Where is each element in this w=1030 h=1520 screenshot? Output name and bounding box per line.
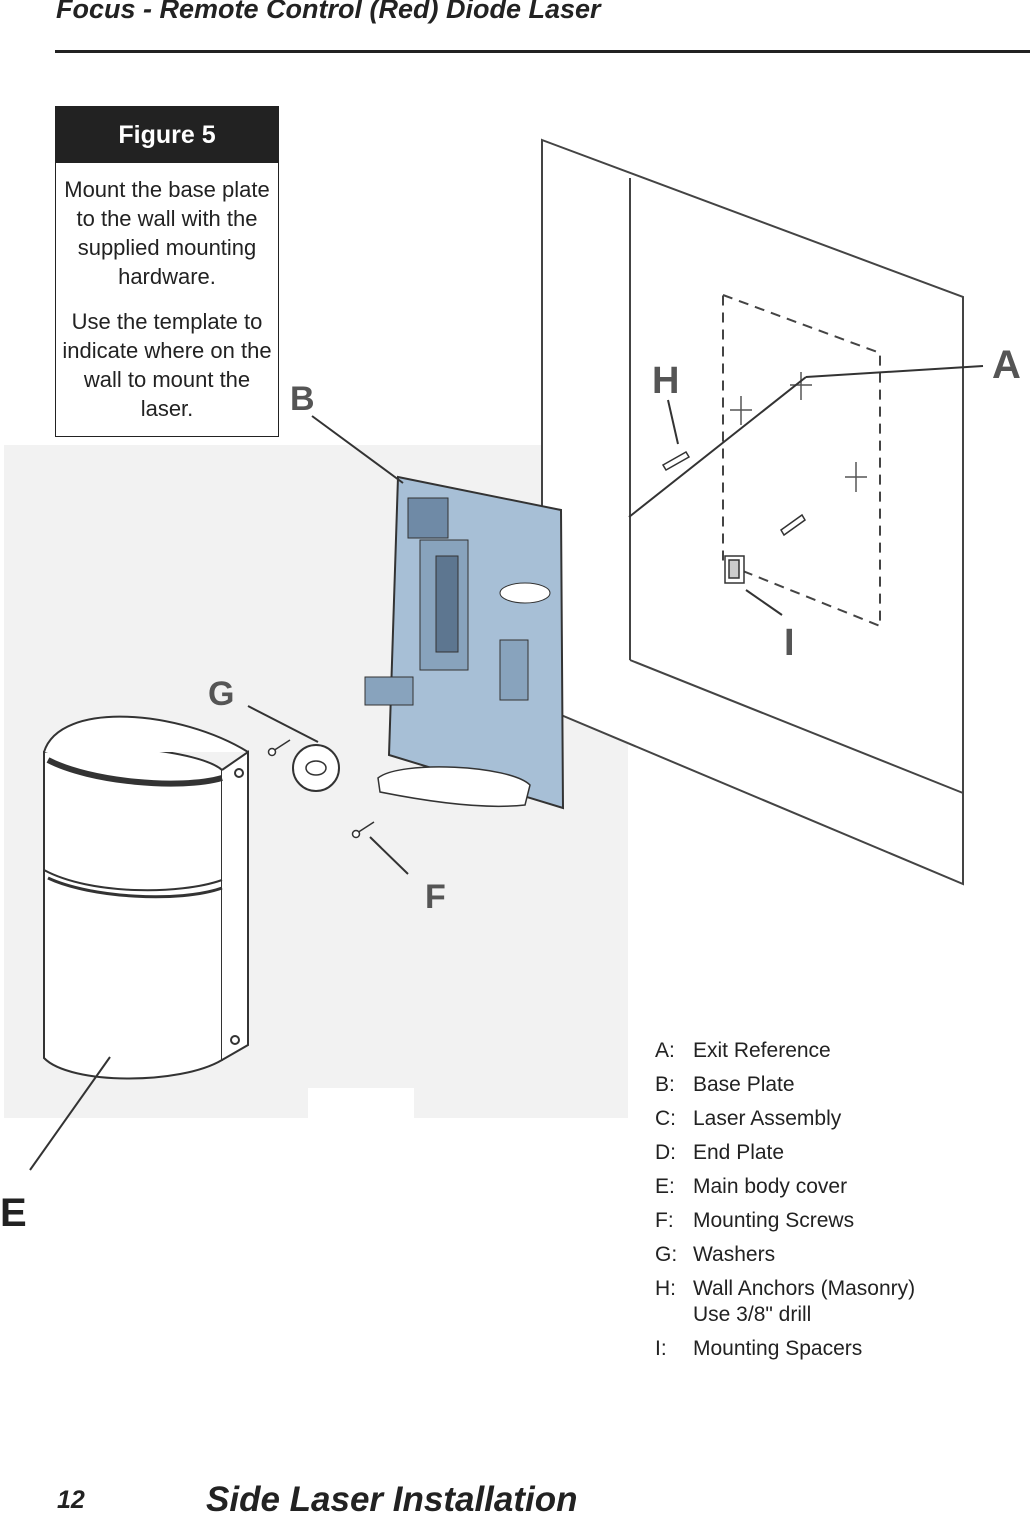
legend-item: D: End Plate [655, 1140, 1015, 1166]
leader-lines [29, 365, 984, 1171]
callout-g: G [208, 675, 234, 713]
legend-item: G: Washers [655, 1242, 1015, 1268]
base-plate-assembly [364, 475, 565, 810]
legend-key: F: [655, 1209, 674, 1232]
wall [541, 138, 964, 886]
legend-key: I: [655, 1337, 667, 1360]
figure-paragraph-1: Mount the base plate to the wall with th… [64, 177, 270, 289]
legend-item: E: Main body cover [655, 1174, 1015, 1200]
legend-key: C: [655, 1107, 676, 1130]
legend-label: Washers [693, 1243, 776, 1266]
legend-item: C: Laser Assembly [655, 1106, 1015, 1132]
legend-item: H: Wall Anchors (Masonry) Use 3/8" drill [655, 1276, 1015, 1328]
legend-item: F: Mounting Screws [655, 1208, 1015, 1234]
legend-label: Wall Anchors (Masonry) [693, 1277, 916, 1300]
wall-anchors [661, 450, 806, 537]
legend-item: B: Base Plate [655, 1072, 1015, 1098]
legend-label: Exit Reference [693, 1039, 831, 1062]
page-number: 12 [57, 1486, 85, 1514]
callout-f: F [425, 878, 446, 916]
callout-h: H [652, 360, 679, 402]
legend-label: End Plate [693, 1141, 785, 1164]
washer [292, 744, 340, 792]
legend-label: Main body cover [693, 1175, 848, 1198]
running-header: Focus - Remote Control (Red) Diode Laser [56, 0, 601, 24]
legend-item: I: Mounting Spacers [655, 1336, 1015, 1362]
figure-caption-box: Figure 5 Mount the base plate to the wal… [55, 106, 279, 437]
legend-key: G: [655, 1243, 678, 1266]
figure-title: Figure 5 [56, 107, 278, 163]
legend-item: A: Exit Reference [655, 1038, 1015, 1064]
mounting-template [722, 293, 881, 628]
legend-label: Mounting Spacers [693, 1337, 863, 1360]
callout-a: A [992, 343, 1021, 387]
header-rule [55, 50, 1030, 53]
legend-key: E: [655, 1175, 675, 1198]
legend-note: Use 3/8" drill [693, 1303, 812, 1326]
callout-e: E [0, 1191, 27, 1235]
callout-i: I [784, 622, 795, 664]
legend-label: Laser Assembly [693, 1107, 842, 1130]
legend-key: A: [655, 1039, 675, 1062]
main-body-cover [43, 715, 249, 1080]
template-marks [730, 372, 867, 492]
legend-key: H: [655, 1277, 676, 1300]
mounting-screws [267, 739, 375, 839]
parts-legend: A: Exit Reference B: Base Plate C: Laser As… [655, 1038, 1015, 1370]
section-title: Side Laser Installation [206, 1480, 578, 1519]
mounting-spacer [724, 555, 745, 584]
legend-key: B: [655, 1073, 675, 1096]
callout-b: B [290, 380, 315, 418]
figure-paragraph-2: Use the template to indicate where on th… [62, 309, 272, 421]
legend-label: Base Plate [693, 1073, 795, 1096]
legend-key: D: [655, 1141, 676, 1164]
legend-label: Mounting Screws [693, 1209, 855, 1232]
